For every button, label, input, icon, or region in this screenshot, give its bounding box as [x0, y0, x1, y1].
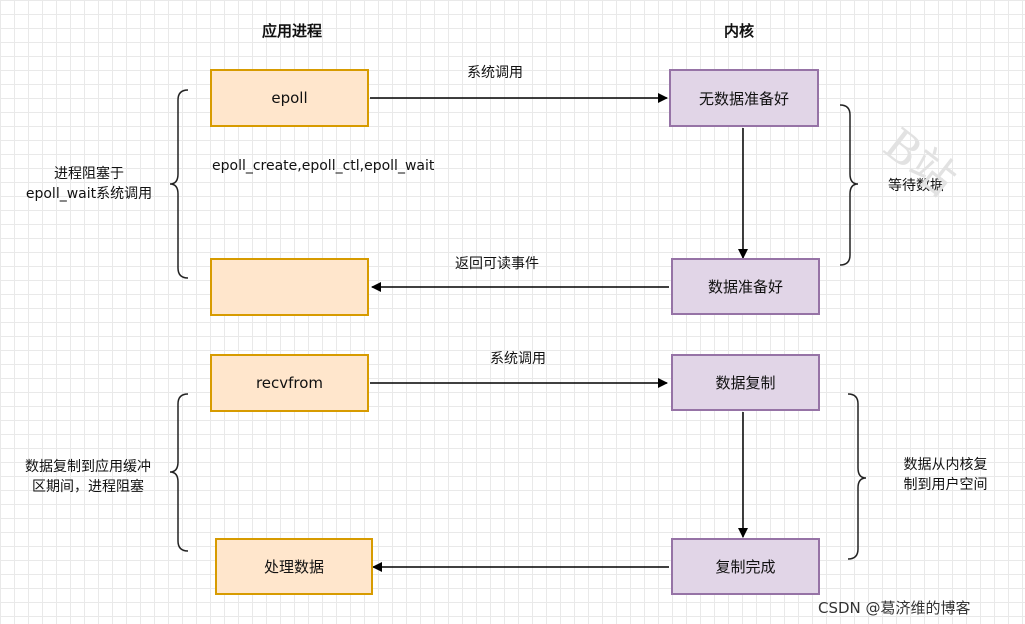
- epoll-functions-note: epoll_create,epoll_ctl,epoll_wait: [212, 158, 435, 174]
- note-wait-data: 等待数据: [888, 178, 944, 194]
- brace-kernel-copy: [847, 393, 867, 560]
- note-blocked-line-1: 进程阻塞于: [54, 166, 124, 182]
- edge-label-syscall-2: 系统调用: [490, 351, 546, 367]
- box-epoll: epoll: [210, 69, 369, 127]
- note-copy-line-1: 数据复制到应用缓冲: [25, 459, 151, 475]
- box-no-data-ready: 无数据准备好: [669, 69, 819, 127]
- note-blocked-line-2: epoll_wait系统调用: [25, 186, 153, 202]
- header-kernel: 内核: [724, 22, 755, 40]
- box-data-ready: 数据准备好: [671, 258, 820, 315]
- credit-text: CSDN @葛济维的博客: [818, 599, 971, 617]
- brace-wait-data: [839, 104, 859, 266]
- box-data-copy: 数据复制: [671, 354, 820, 411]
- box-copy-done: 复制完成: [671, 538, 820, 595]
- note-kernel-to-user-copy: 数据从内核复 制到用户空间: [888, 455, 1003, 495]
- note-kernel-copy-line-1: 数据从内核复: [903, 457, 988, 473]
- note-kernel-copy-line-2: 制到用户空间: [903, 477, 988, 493]
- edge-label-return-readable: 返回可读事件: [455, 256, 539, 272]
- note-blocked-epoll-wait: 进程阻塞于 epoll_wait系统调用: [14, 164, 164, 204]
- brace-copy-blocked: [169, 393, 189, 552]
- brace-blocked-epoll: [169, 89, 189, 279]
- box-recvfrom: recvfrom: [210, 354, 369, 412]
- header-app-process: 应用进程: [262, 22, 323, 40]
- note-copy-line-2: 区期间，进程阻塞: [32, 479, 144, 495]
- note-copy-blocked: 数据复制到应用缓冲 区期间，进程阻塞: [8, 457, 168, 497]
- box-readable-event-target: [210, 258, 369, 316]
- edge-label-syscall-1: 系统调用: [467, 65, 523, 81]
- box-process-data: 处理数据: [215, 538, 373, 595]
